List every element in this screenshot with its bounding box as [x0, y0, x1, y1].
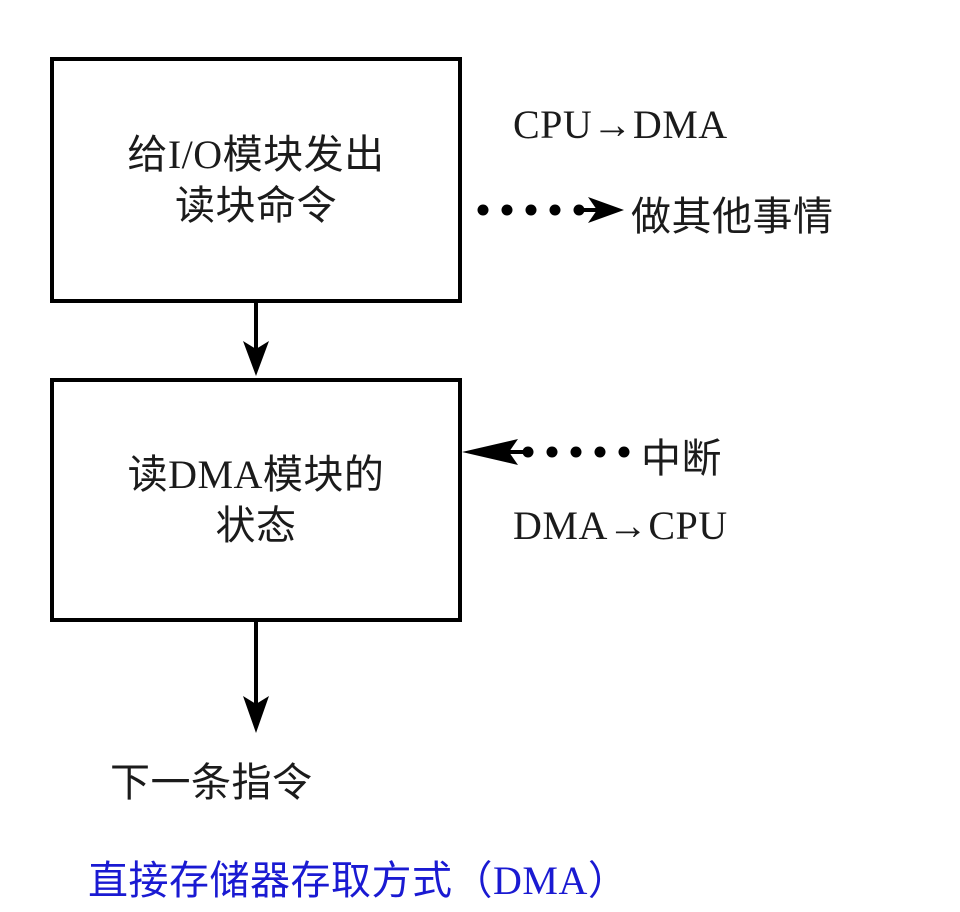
label-dma-to-cpu: DMA→CPU — [513, 503, 728, 548]
box1-line-2: 读块命令 — [175, 183, 337, 228]
process-box-issue-read-block-command[interactable]: 给I/O模块发出 读块命令 — [50, 57, 462, 303]
connector-box1-to-other-work — [477, 197, 624, 223]
process-box-read-dma-module-status[interactable]: 读DMA模块的 状态 — [50, 378, 462, 622]
connector-box2-to-next-instruction — [243, 622, 269, 733]
label-next-instruction: 下一条指令 — [110, 760, 313, 805]
connector-box1-to-box2 — [243, 303, 269, 376]
box2-line-1: 读DMA模块的 — [127, 451, 385, 497]
diagram-caption: 直接存储器存取方式（DMA） — [88, 858, 629, 903]
box2-line-2: 状态 — [215, 503, 297, 548]
label-do-other-work: 做其他事情 — [631, 194, 834, 239]
label-interrupt: 中断 — [641, 436, 722, 481]
label-cpu-to-dma: CPU→DMA — [513, 102, 728, 147]
connector-interrupt-to-box2 — [462, 439, 630, 465]
box1-line-1: 给I/O模块发出 — [127, 131, 385, 177]
